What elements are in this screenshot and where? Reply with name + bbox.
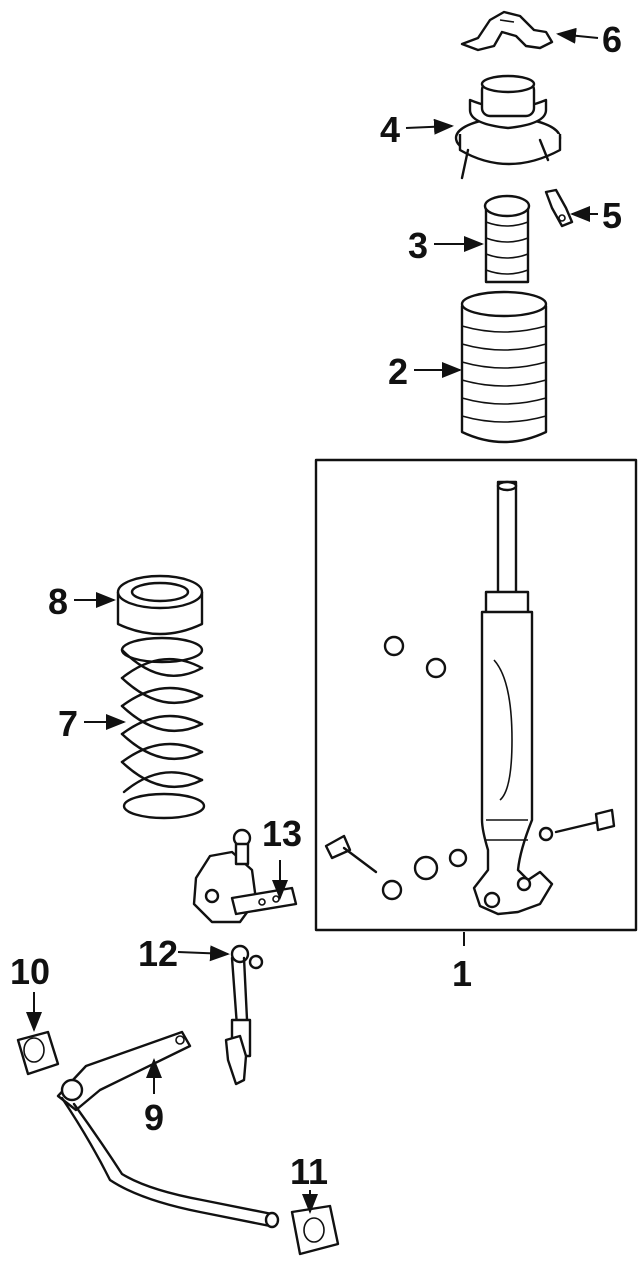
callout-12: 12 <box>138 933 178 974</box>
mount-retainer-part <box>460 10 554 52</box>
bump-stop-part <box>483 194 531 284</box>
stabilizer-bushing-part <box>16 1030 60 1076</box>
mount-bracket-part <box>544 188 574 228</box>
callout-5: 5 <box>602 195 622 236</box>
strut-assembly-frame <box>314 458 638 932</box>
callout-1: 1 <box>452 953 472 994</box>
level-sensor-part <box>192 828 298 924</box>
callout-9: 9 <box>144 1097 164 1138</box>
callout-4: 4 <box>380 109 400 150</box>
dust-boot-part <box>460 290 548 444</box>
callout-13: 13 <box>262 813 302 854</box>
callout-11: 11 <box>290 1151 328 1192</box>
callout-7: 7 <box>58 703 78 744</box>
callout-2: 2 <box>388 351 408 392</box>
callout-8: 8 <box>48 581 68 622</box>
upper-mount-part <box>454 74 562 180</box>
spring-insulator-part <box>116 574 204 636</box>
strut-assembly-part <box>324 480 616 916</box>
bushing-clamp-part <box>290 1204 340 1256</box>
callout-10: 10 <box>10 951 50 992</box>
leader-arrows <box>26 27 599 1214</box>
callout-6: 6 <box>602 19 622 60</box>
callout-3: 3 <box>408 225 428 266</box>
stabilizer-link-part <box>224 944 264 1086</box>
stabilizer-bar-part <box>56 1030 280 1229</box>
coil-spring-part <box>120 636 206 820</box>
